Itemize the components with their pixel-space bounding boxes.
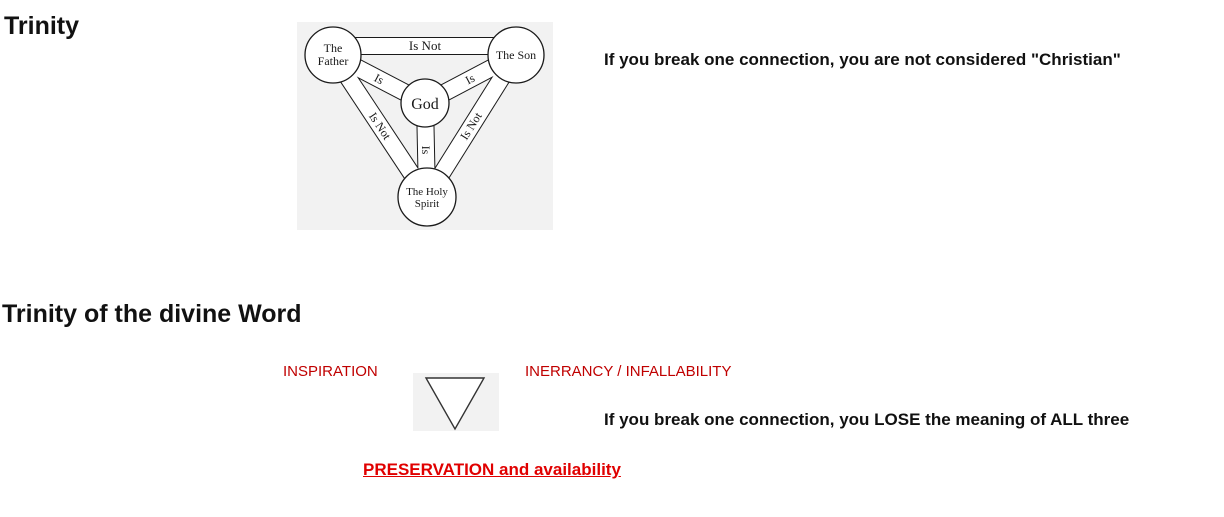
son-label: The Son [496, 48, 536, 62]
son-node [487, 26, 545, 84]
inverted-triangle-svg [424, 377, 486, 431]
section-title-trinity: Trinity [4, 12, 80, 40]
god-label: God [411, 96, 439, 113]
trinity-nodes [304, 26, 545, 227]
trinity-shield-svg: Is Not Is Is Is Not Is Not Is The Father… [304, 26, 545, 227]
inverted-triangle-shape [424, 377, 486, 431]
spirit-label-line1: The Holy [406, 186, 448, 198]
spirit-node [397, 167, 457, 227]
inerrancy-label: INERRANCY / INFALLABILITY [525, 363, 732, 380]
spirit-label-line2: Spirit [415, 198, 439, 210]
label-is-not-top: Is Not [409, 38, 442, 53]
word-triangle-diagram [413, 373, 499, 431]
trinity-note: If you break one connection, you are not… [604, 50, 1121, 69]
father-label-line2: Father [318, 54, 349, 68]
god-node [400, 78, 450, 128]
father-label-line1: The [324, 41, 343, 55]
father-node [304, 26, 362, 84]
inspiration-label: INSPIRATION [283, 363, 378, 380]
preservation-label: PRESERVATION and availability [363, 460, 621, 479]
label-is-god-spirit: Is [419, 146, 433, 155]
section-title-divine-word: Trinity of the divine Word [2, 300, 302, 328]
trinity-shield-diagram: Is Not Is Is Is Not Is Not Is The Father… [297, 22, 553, 230]
divine-word-note: If you break one connection, you LOSE th… [604, 410, 1130, 429]
